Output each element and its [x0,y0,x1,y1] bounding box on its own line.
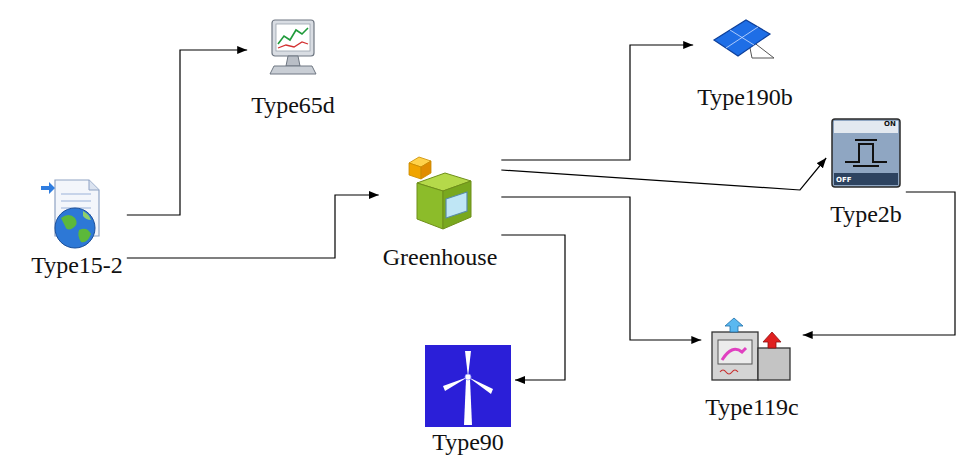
relay-bottom-band [834,173,898,185]
page-fold [89,180,99,190]
component-icon [425,345,511,427]
component-node: Type65d [247,18,339,118]
switch-state-label: ON [884,121,896,128]
plot-curve [278,42,308,48]
component-icon [712,18,778,60]
globe-land [83,211,91,220]
component-icon [268,18,318,76]
component-label: Type15-2 [31,252,123,278]
hysteresis-symbol [853,165,879,167]
component-node: Type119c [701,318,802,420]
cube-side [443,181,471,229]
component-icon [710,318,794,382]
turbine-blade [443,377,468,391]
hysteresis-symbol [845,144,887,162]
unit-box [758,348,790,380]
connector [501,197,701,340]
turbine-blade [468,377,493,394]
component-label: Type2b [830,201,902,227]
connector [127,195,379,258]
component-label: Type65d [251,92,335,118]
small-cube-side [421,161,431,179]
switch-state-label: OFF [836,177,852,184]
connector [501,158,826,190]
heating-coil [720,370,738,374]
component-node: Type190b [693,18,797,110]
red-arrow [763,332,781,348]
page-line [61,193,91,195]
relay-box [832,119,900,187]
globe-land [78,229,91,243]
cube-front [417,183,443,229]
monitor-base [270,66,316,74]
turbine-hub [465,374,471,380]
page-line [61,200,91,202]
monitor-stand [286,56,300,66]
component-node: Greenhouse [379,155,502,270]
connector [501,45,693,160]
relay-top-band [834,121,898,133]
component-icon [407,155,473,230]
input-arrow [41,182,55,194]
globe [55,208,95,248]
component-label: Greenhouse [383,244,498,270]
globe-land [61,215,77,230]
component-icon [39,178,115,250]
unit-panel [718,340,752,364]
component-label: Type119c [705,394,798,420]
blue-arrow [725,318,743,332]
monitor-frame [272,20,314,56]
turbine-ground [425,345,511,427]
solar-panel [714,20,770,56]
connector [803,192,955,335]
monitor-screen [276,24,310,51]
hysteresis-symbol [855,139,877,141]
component-label: Type90 [432,429,504,455]
connector [127,50,247,215]
panel-grid [726,27,758,48]
turbine-blade [465,351,471,377]
turbine-tower [464,379,472,425]
unit-box [712,332,758,380]
small-cube-side [409,163,421,179]
component-label: Type190b [697,84,793,110]
pink-element [722,348,746,360]
component-node: Type2b [826,118,906,227]
component-node: Type15-2 [27,178,127,278]
cube-window [446,192,467,218]
plot-curve [278,28,308,44]
component-node: Type90 [421,345,515,455]
